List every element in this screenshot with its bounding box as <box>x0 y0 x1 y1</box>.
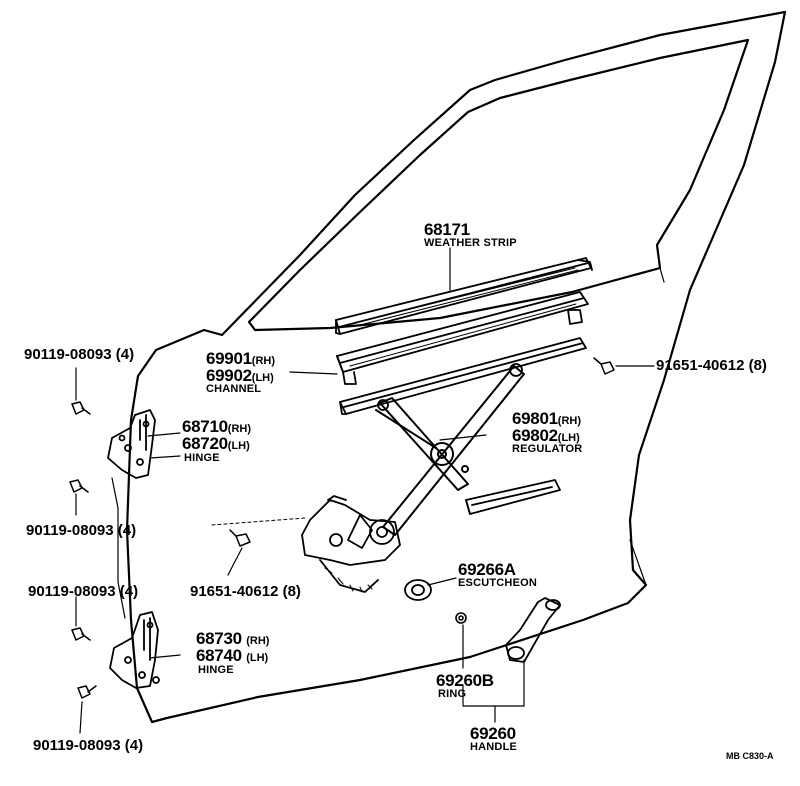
regulator-lh-label: 69802(LH) <box>512 427 580 445</box>
ring-number: 69260B <box>436 671 494 690</box>
channel-lh-suffix: (LH) <box>251 372 274 384</box>
lower-hinge-lh-number: 68740 <box>196 646 242 665</box>
upper-hinge-lh-suffix: (LH) <box>227 440 250 452</box>
screw-lower-label: 91651-40612 (8) <box>190 583 301 600</box>
escutcheon-icon <box>404 579 432 601</box>
channel-rh-number: 69901 <box>206 349 252 368</box>
hinge-icon <box>109 611 160 689</box>
bolt-bottom-left-label: 90119-08093 (4) <box>33 737 144 754</box>
regulator-name: REGULATOR <box>512 443 583 455</box>
screw-icon <box>229 529 251 547</box>
lower-hinge-rh-suffix: (RH) <box>246 635 270 647</box>
lower-hinge-lh-suffix: (LH) <box>246 652 269 664</box>
bolt-icon <box>69 479 89 493</box>
handle-name: HANDLE <box>470 741 518 753</box>
upper-hinge-name: HINGE <box>184 452 220 464</box>
regulator-arms <box>375 365 525 536</box>
regulator-rh-number: 69801 <box>512 409 558 428</box>
screw-icon <box>593 357 615 375</box>
bolt-mid-lower-label: 90119-08093 (4) <box>28 583 139 600</box>
upper-hinge-lh-label: 68720(LH) <box>182 435 250 453</box>
channel-rh-suffix: (RH) <box>251 355 275 367</box>
regulator-rh-label: 69801(RH) <box>512 410 581 428</box>
hinge-icon <box>107 409 156 479</box>
lower-hinge-lh-label: 68740 (LH) <box>196 647 268 665</box>
upper-hinge-rh-suffix: (RH) <box>227 423 251 435</box>
upper-hinge-rh-label: 68710(RH) <box>182 418 251 436</box>
weather-strip-part <box>335 257 593 335</box>
channel-lh-number: 69902 <box>206 366 252 385</box>
channel-part <box>336 291 589 385</box>
upper-hinge-lh-number: 68720 <box>182 434 228 453</box>
escutcheon-number: 69266A <box>458 560 516 579</box>
weather-strip-number: 68171 <box>424 220 470 239</box>
door-outline <box>125 10 787 724</box>
regulator-rail <box>339 337 587 415</box>
regulator-rh-suffix: (RH) <box>557 415 581 427</box>
ring-icon <box>455 612 467 624</box>
bolt-icon <box>71 627 91 641</box>
channel-rh-label: 69901(RH) <box>206 350 275 368</box>
weather-strip-name: WEATHER STRIP <box>424 237 517 249</box>
handle-number: 69260 <box>470 724 516 743</box>
lower-hinge-name: HINGE <box>198 664 234 676</box>
regulator-leader-dashed <box>211 517 306 526</box>
bolt-top-left-label: 90119-08093 (4) <box>24 346 135 363</box>
handle-icon <box>505 597 561 663</box>
bolt-icon <box>77 685 97 699</box>
regulator-lower-guide <box>465 479 561 515</box>
regulator-lh-suffix: (LH) <box>557 432 580 444</box>
regulator-mechanism-icon <box>301 495 401 593</box>
lower-hinge-rh-number: 68730 <box>196 629 242 648</box>
window-frame <box>247 38 750 332</box>
screw-right-label: 91651-40612 (8) <box>656 357 767 374</box>
regulator-lh-number: 69802 <box>512 426 558 445</box>
ring-name: RING <box>438 688 467 700</box>
channel-lh-label: 69902(LH) <box>206 367 274 385</box>
figure-code: MB C830-A <box>726 751 774 761</box>
bolt-icon <box>71 401 91 415</box>
escutcheon-name: ESCUTCHEON <box>458 577 538 589</box>
bolt-mid-upper-label: 90119-08093 (4) <box>26 522 137 539</box>
lower-hinge-rh-label: 68730 (RH) <box>196 630 269 648</box>
channel-name: CHANNEL <box>206 383 262 395</box>
upper-hinge-rh-number: 68710 <box>182 417 228 436</box>
